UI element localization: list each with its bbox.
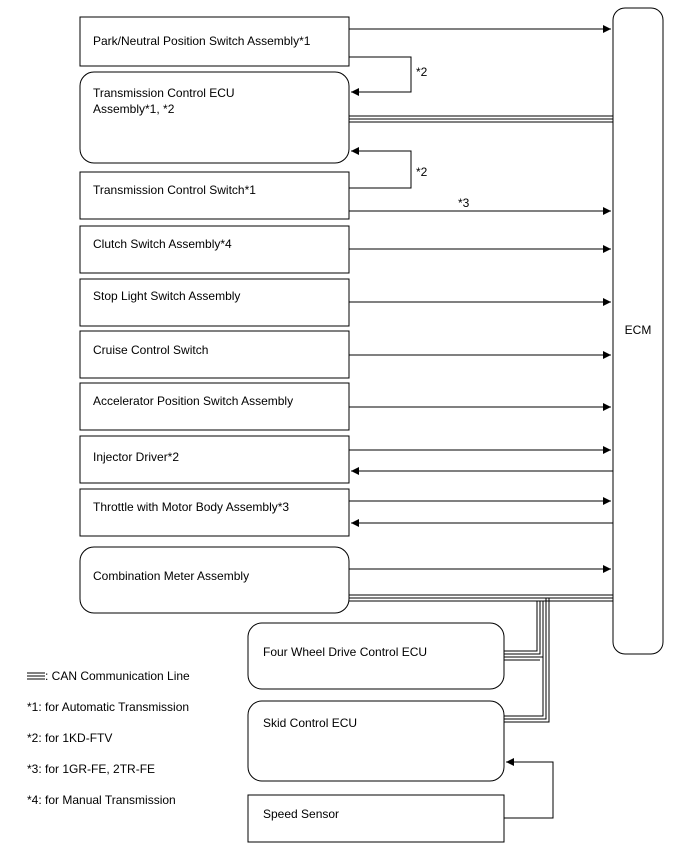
transmission-control-ecu-label-2: Assembly*1, *2 bbox=[93, 102, 175, 116]
clutch-switch-box: Clutch Switch Assembly*4 bbox=[79, 225, 350, 274]
transmission-control-ecu-box: Transmission Control ECU Assembly*1, *2 bbox=[79, 71, 350, 164]
transmission-control-switch-label: Transmission Control Switch*1 bbox=[93, 183, 256, 197]
loop-park-to-tcu bbox=[349, 56, 412, 96]
speed-sensor-label: Speed Sensor bbox=[263, 807, 339, 821]
throttle-motor-body-label: Throttle with Motor Body Assembly*3 bbox=[93, 500, 289, 514]
legend-can-line: : CAN Communication Line bbox=[45, 669, 190, 683]
legend-note-1: *1: for Automatic Transmission bbox=[27, 700, 189, 714]
skid-control-ecu-box: Skid Control ECU bbox=[247, 700, 505, 782]
note-3: *3 bbox=[458, 196, 470, 210]
cruise-control-switch-box: Cruise Control Switch bbox=[79, 330, 350, 379]
park-neutral-switch-box: Park/Neutral Position Switch Assembly*1 bbox=[79, 16, 350, 67]
injector-driver-label: Injector Driver*2 bbox=[93, 450, 179, 464]
transmission-control-ecu-label-1: Transmission Control ECU bbox=[93, 86, 235, 100]
cruise-control-switch-label: Cruise Control Switch bbox=[93, 343, 208, 357]
legend-note-2: *2: for 1KD-FTV bbox=[27, 731, 112, 745]
four-wheel-drive-ecu-label: Four Wheel Drive Control ECU bbox=[263, 645, 427, 659]
combination-meter-label: Combination Meter Assembly bbox=[93, 569, 249, 583]
ecm-label: ECM bbox=[625, 323, 652, 337]
can-line-legend-icon bbox=[27, 672, 45, 680]
can-lines bbox=[349, 115, 613, 723]
legend-note-4: *4: for Manual Transmission bbox=[27, 793, 176, 807]
signal-lines bbox=[349, 25, 613, 819]
injector-driver-box: Injector Driver*2 bbox=[79, 435, 350, 484]
accelerator-position-switch-box: Accelerator Position Switch Assembly bbox=[79, 382, 350, 431]
throttle-motor-body-box: Throttle with Motor Body Assembly*3 bbox=[79, 488, 350, 537]
speed-sensor-box: Speed Sensor bbox=[247, 794, 505, 843]
accelerator-position-switch-label: Accelerator Position Switch Assembly bbox=[93, 394, 293, 408]
clutch-switch-label: Clutch Switch Assembly*4 bbox=[93, 237, 232, 251]
loop-trans-switch-to-tcu bbox=[349, 147, 412, 189]
transmission-control-switch-box: Transmission Control Switch*1 bbox=[79, 171, 350, 220]
stop-light-switch-label: Stop Light Switch Assembly bbox=[93, 289, 240, 303]
note-2-upper: *2 bbox=[416, 65, 428, 79]
ecm-box: ECM bbox=[612, 7, 664, 655]
loop-speed-sensor-to-skid bbox=[504, 758, 554, 819]
stop-light-switch-box: Stop Light Switch Assembly bbox=[79, 278, 350, 327]
legend: : CAN Communication Line *1: for Automat… bbox=[27, 669, 190, 807]
legend-note-3: *3: for 1GR-FE, 2TR-FE bbox=[27, 762, 155, 776]
park-neutral-switch-label: Park/Neutral Position Switch Assembly*1 bbox=[93, 34, 311, 48]
four-wheel-drive-ecu-box: Four Wheel Drive Control ECU bbox=[247, 622, 505, 690]
note-2-lower: *2 bbox=[416, 165, 428, 179]
combination-meter-box: Combination Meter Assembly bbox=[79, 546, 350, 614]
skid-control-ecu-label: Skid Control ECU bbox=[263, 716, 357, 730]
